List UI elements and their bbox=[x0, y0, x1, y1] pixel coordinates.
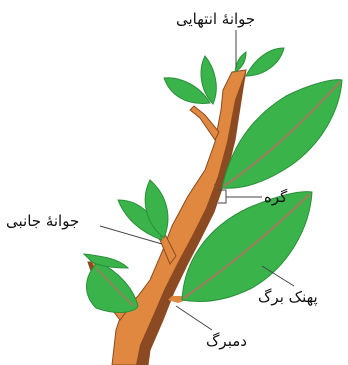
label-terminal-bud: جوانهٔ انتهایی bbox=[176, 12, 255, 27]
label-leaf-blade: پهنک برگ bbox=[258, 290, 318, 305]
label-lateral-bud: جوانهٔ جانبی bbox=[6, 214, 79, 229]
lateral-bud-leaves bbox=[118, 180, 168, 240]
label-petiole: دمبرگ bbox=[206, 334, 247, 349]
label-node: گره bbox=[264, 190, 287, 205]
petiole-leader bbox=[176, 306, 212, 330]
